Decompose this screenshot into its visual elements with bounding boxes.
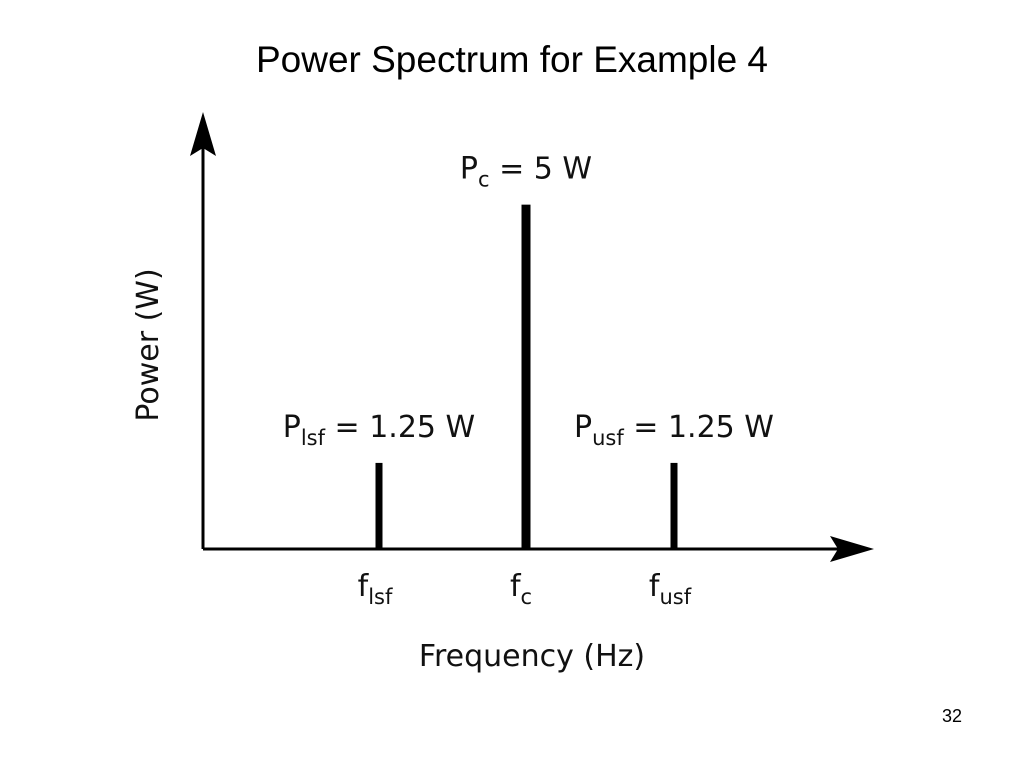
data-label-usf: Pusf = 1.25 W — [574, 410, 774, 450]
data-label-lsf: Plsf = 1.25 W — [283, 410, 475, 450]
spectrum-bar-c — [521, 204, 531, 550]
spectrum-bar-lsf — [375, 462, 383, 549]
data-label-c: Pc = 5 W — [460, 152, 592, 192]
x-axis-label: Frequency (Hz) — [419, 639, 645, 674]
page-number: 32 — [941, 706, 962, 726]
x-tick-label-c: fc — [510, 569, 532, 609]
slide-title: Power Spectrum for Example 4 — [255, 39, 769, 80]
y-axis-label: Power (W) — [131, 268, 166, 421]
spectrum-bar-usf — [670, 462, 678, 549]
y-axis-arrowhead — [190, 112, 216, 156]
x-tick-label-lsf: flsf — [358, 569, 393, 609]
x-axis-arrowhead — [830, 536, 874, 562]
x-tick-label-usf: fusf — [649, 569, 692, 609]
